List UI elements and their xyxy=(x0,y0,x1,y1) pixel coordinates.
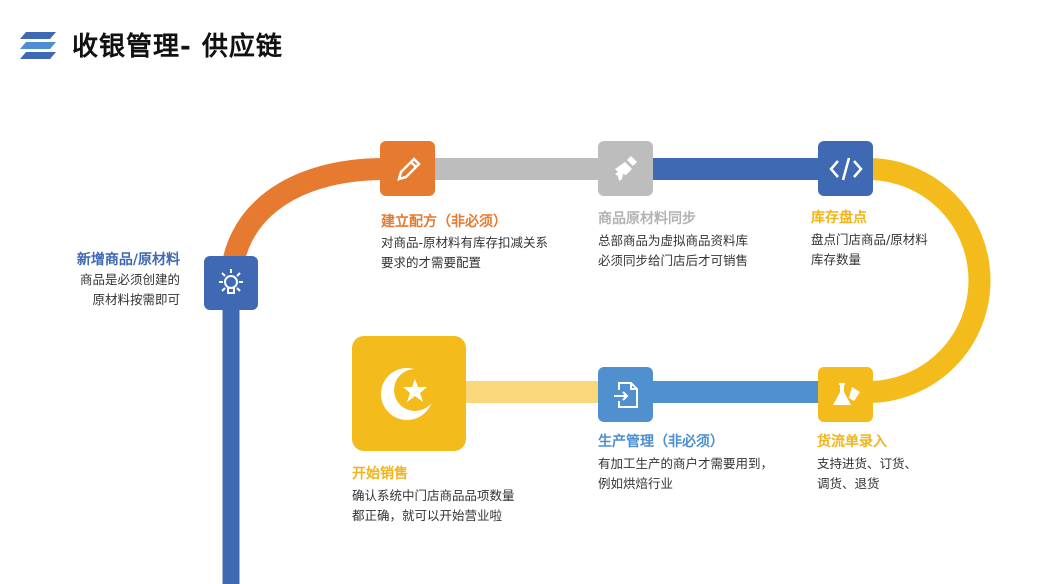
paint-brush-icon xyxy=(614,155,637,181)
code-icon xyxy=(828,157,863,180)
step-desc: 盘点门店商品/原材料库存数量 xyxy=(811,232,928,267)
step-box-inventory xyxy=(818,141,873,196)
step-title: 生产管理（非必须） xyxy=(598,434,724,450)
pencil-icon xyxy=(396,156,421,181)
step-desc: 总部商品为虚拟商品资料库必须同步给门店后才可销售 xyxy=(598,233,749,268)
step-desc: 商品是必须创建的原材料按需即可 xyxy=(79,272,180,307)
stacked-layers-icon xyxy=(20,32,56,59)
step-desc: 确认系统中门店商品品项数量都正确，就可以开始营业啦 xyxy=(352,488,515,523)
step-title: 开始销售 xyxy=(352,466,408,482)
step-desc: 有加工生产的商户才需要用到，例如烘焙行业 xyxy=(598,456,774,491)
step-box-production xyxy=(598,367,653,422)
step-title: 货流单录入 xyxy=(817,434,887,450)
lightbulb-icon xyxy=(219,269,243,294)
flask-icon xyxy=(832,382,860,405)
step-box-sync xyxy=(598,141,653,196)
track-yellow-arc xyxy=(867,158,991,403)
step-box-recipe xyxy=(380,141,435,196)
crescent-star-icon xyxy=(381,367,436,420)
step-title: 商品原材料同步 xyxy=(598,211,696,227)
step-box-goods-flow xyxy=(818,367,873,422)
step-desc: 支持进货、订货、调货、退货 xyxy=(817,456,918,491)
step-title: 新增商品/原材料 xyxy=(76,252,180,268)
step-title: 建立配方（非必须） xyxy=(381,214,507,230)
step-desc: 对商品-原材料有库存扣减关系要求的才需要配置 xyxy=(381,235,549,270)
page-title: 收银管理- 供应链 xyxy=(72,32,283,62)
file-import-icon xyxy=(613,381,638,408)
step-box-new-product xyxy=(204,256,258,310)
step-title: 库存盘点 xyxy=(811,210,867,226)
step-box-start-sales xyxy=(352,336,466,451)
